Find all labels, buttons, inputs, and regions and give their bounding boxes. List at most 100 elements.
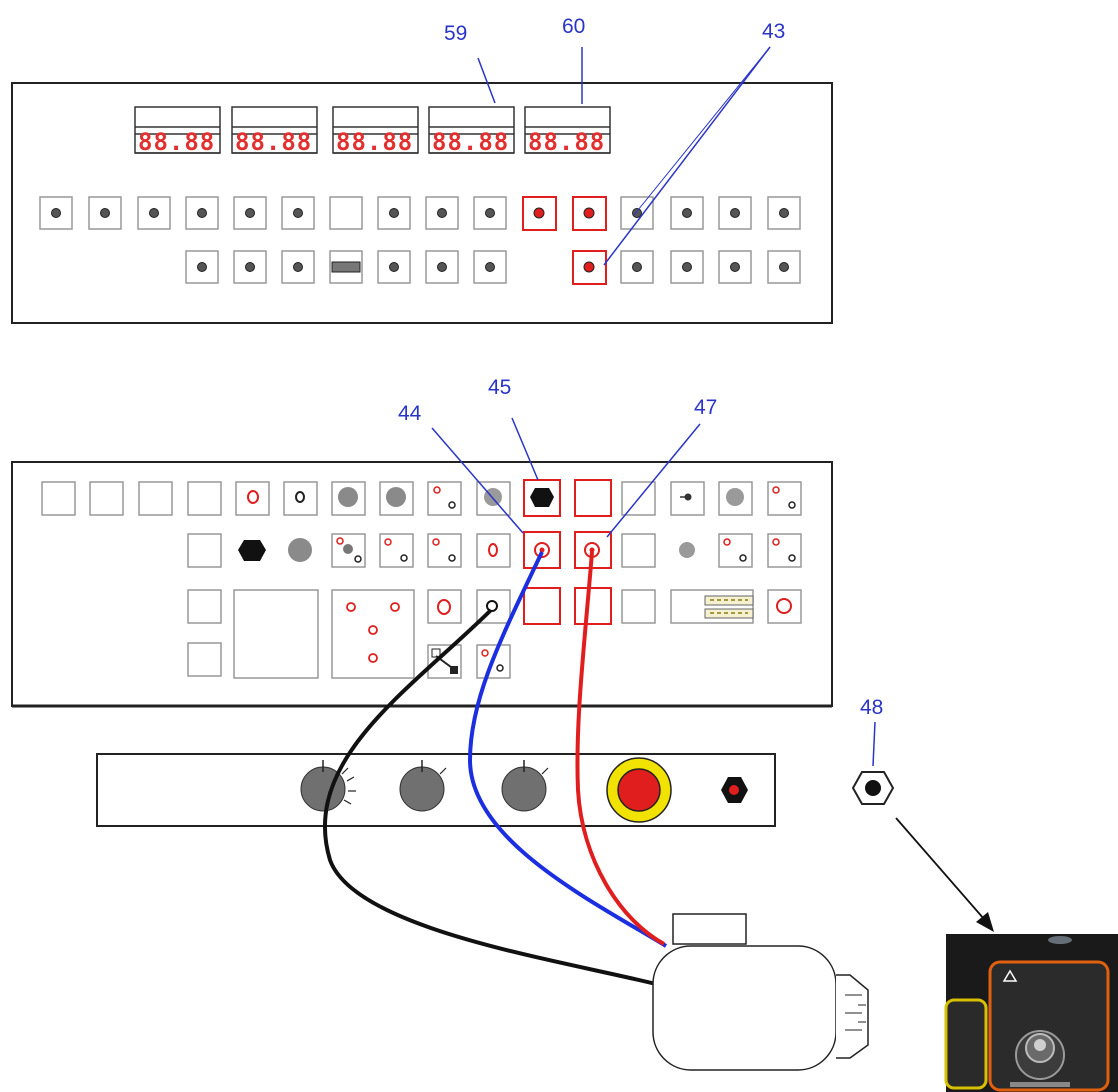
- multi-socket-panel: [331, 589, 415, 679]
- mid-row-1: [41, 479, 802, 517]
- pair-m2-5: [379, 533, 414, 568]
- switch-m4: [427, 644, 462, 679]
- blank-m3-1: [187, 589, 222, 624]
- callout-45: 45: [488, 376, 511, 399]
- blank-t1-7: [329, 196, 363, 230]
- jack-t2-7: [473, 250, 507, 284]
- gray-dial-m2-3: [288, 538, 312, 562]
- display-digits-2: 88.88: [235, 128, 312, 156]
- socket-m3-black: [476, 589, 511, 624]
- socket-m3-end: [767, 589, 802, 624]
- middle-panel: [11, 461, 833, 708]
- switch-t2-4: [329, 250, 363, 284]
- blank-m4-1: [187, 642, 222, 677]
- jack-t1-5: [233, 196, 267, 230]
- callout-43: 43: [762, 20, 785, 43]
- callout-59: 59: [444, 22, 467, 45]
- socket-44: [523, 531, 561, 569]
- callout-44: 44: [398, 402, 422, 425]
- knob-3: [501, 760, 549, 812]
- callout-47: 47: [694, 396, 717, 419]
- jack-t2-9: [620, 250, 654, 284]
- jack-t2-10: [670, 250, 704, 284]
- blank-m2-10: [621, 533, 656, 568]
- socket-m3-red: [427, 589, 462, 624]
- socket-m1-5: [235, 481, 270, 516]
- connector-closeup-photo: [944, 934, 1118, 1092]
- jack-t1-11-highlighted: [522, 196, 557, 231]
- display-digits-1: 88.88: [138, 128, 215, 156]
- warning-triangle-icon: [1002, 969, 1018, 982]
- jack-t2-6: [425, 250, 459, 284]
- jack-t1-16: [767, 196, 801, 230]
- jack-t1-2: [88, 196, 122, 230]
- socket-m2-7: [476, 533, 511, 568]
- jack-t1-15: [718, 196, 752, 230]
- pair-m1-9: [427, 481, 462, 516]
- jack-t1-4: [185, 196, 219, 230]
- top-callouts: 59 60 43: [444, 15, 785, 266]
- dial-m1-7: [331, 481, 366, 516]
- top-row-1-jacks: [39, 196, 801, 231]
- handpiece-motor: [652, 913, 869, 1071]
- dial-m1-15: [718, 481, 753, 516]
- jack-t2-5: [377, 250, 411, 284]
- red-cable: [575, 551, 665, 946]
- pair-m2-6: [427, 533, 462, 568]
- jack-t2-8-highlighted: [572, 250, 607, 285]
- jack-t2-3: [281, 250, 315, 284]
- pair-m2-13: [767, 533, 802, 568]
- blank-m1-2: [89, 481, 124, 516]
- dial-m2-11: [679, 542, 695, 558]
- black-socket-m2-2: [238, 540, 266, 561]
- jack-t1-1: [39, 196, 73, 230]
- display-digits-4: 88.88: [432, 128, 509, 156]
- large-blank-panel: [233, 589, 319, 679]
- display-digits-3: 88.88: [336, 128, 413, 156]
- control-strip: [96, 753, 776, 827]
- middle-callouts: 44 45 47: [398, 376, 717, 538]
- blank-m3-highlighted-2: [574, 587, 612, 625]
- jack-t1-3: [137, 196, 171, 230]
- display-unit-2: 88.88: [231, 106, 318, 156]
- blank-m3-highlighted-1: [523, 587, 561, 625]
- jack-t1-13: [620, 196, 654, 230]
- jack-t1-12-highlighted: [572, 196, 607, 231]
- indicator-light: [721, 777, 748, 803]
- fuse-holder: [670, 589, 754, 624]
- jack-t2-12: [767, 250, 801, 284]
- blank-m3-3: [621, 589, 656, 624]
- blue-cable: [467, 551, 668, 948]
- jack-t2-1: [185, 250, 219, 284]
- top-panel: 88.88 88.88 88.88 88.88 88.88: [11, 82, 833, 324]
- pair-m1-16: [767, 481, 802, 516]
- pair-m2-12: [718, 533, 753, 568]
- jack-t1-8: [377, 196, 411, 230]
- pair-m2-4: [331, 533, 366, 568]
- callout-60: 60: [562, 15, 585, 38]
- display-digits-5: 88.88: [528, 128, 605, 156]
- jack-t2-11: [718, 250, 752, 284]
- socket-m1-6: [283, 481, 318, 516]
- black-cable: [322, 608, 661, 987]
- jack-t1-10: [473, 196, 507, 230]
- cables: [322, 551, 668, 987]
- blank-m1-3: [138, 481, 173, 516]
- callout-48: 48: [860, 696, 883, 719]
- callout-48-group: 48: [851, 696, 994, 932]
- plug-m1-14: [670, 481, 705, 516]
- jack-t1-14: [670, 196, 704, 230]
- knob-2: [399, 760, 447, 812]
- mid-row-2: [187, 531, 802, 569]
- blank-m1-4: [187, 481, 222, 516]
- mid-row-3: [187, 587, 802, 679]
- socket-45-black: [523, 479, 561, 517]
- top-row-2-jacks: [185, 250, 801, 285]
- blank-m1-12-highlighted: [574, 479, 612, 517]
- dial-m1-8: [379, 481, 414, 516]
- blank-m2-1: [187, 533, 222, 568]
- emergency-stop-icon: [606, 757, 672, 823]
- connector-48: [851, 771, 895, 805]
- display-unit-4: 88.88: [428, 106, 515, 156]
